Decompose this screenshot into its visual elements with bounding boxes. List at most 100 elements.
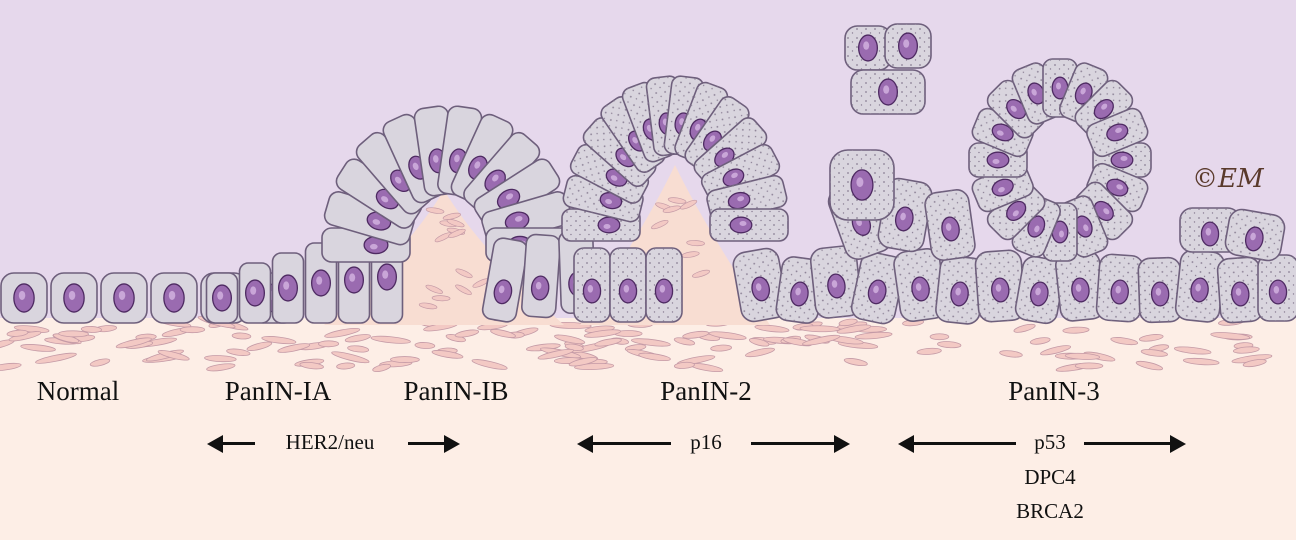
fibroblast [710, 344, 733, 352]
fibroblast [324, 327, 361, 338]
fibroblast [115, 337, 152, 349]
p53-right-arrow [1074, 432, 1186, 456]
epithelial-cell [1095, 253, 1145, 323]
epithelial-cell [974, 249, 1026, 323]
marker-label-p53: p53 [1034, 430, 1066, 454]
fibroblast [929, 333, 950, 341]
fibroblast [490, 329, 516, 338]
core-fibroblast [431, 295, 451, 302]
fibroblast [157, 350, 190, 361]
her2-right-arrow [398, 432, 460, 456]
epithelial-cell [829, 149, 895, 221]
fibroblast [1040, 345, 1072, 356]
epithelial-cell [850, 69, 926, 115]
core-fibroblast [425, 284, 443, 294]
epithelial-cell [521, 233, 561, 319]
epithelial-cell [893, 248, 947, 322]
epithelial-cell [573, 247, 611, 323]
fibroblast [802, 334, 841, 346]
fibroblast [1182, 357, 1220, 366]
marker-label-p16: p16 [690, 430, 722, 454]
stroma-background [0, 318, 1296, 540]
epithelial-cell [986, 79, 1046, 139]
fibroblast [6, 329, 29, 337]
epithelial-cell [0, 272, 48, 324]
epithelial-cell [924, 189, 976, 261]
epithelial-cells [0, 23, 1296, 325]
epithelial-cell [150, 272, 198, 324]
core-fibroblast [667, 197, 687, 204]
fibroblast [937, 341, 962, 349]
core-fibroblast [418, 302, 438, 310]
fibroblast [799, 325, 841, 333]
stage-label-panin-1b: PanIN-IB [403, 376, 509, 406]
epithelial-cell [335, 158, 423, 229]
epithelial-cell [1257, 254, 1296, 322]
core-fibroblast [455, 284, 472, 296]
stage-label-panin-1a: PanIN-IA [224, 376, 332, 406]
fibroblast [631, 338, 671, 347]
fibroblast [1064, 352, 1101, 360]
fibroblast [261, 336, 297, 345]
p53-left-arrow [898, 432, 1026, 456]
stage-label-panin-2: PanIN-2 [660, 376, 752, 406]
fibroblast [58, 330, 89, 338]
fibroblast [20, 344, 56, 352]
fibroblast [1074, 362, 1104, 370]
core-fibroblast [686, 240, 705, 247]
epithelial-cell [884, 23, 932, 69]
fibroblast [638, 352, 671, 362]
fibroblast [372, 363, 391, 373]
epithelial-cell [844, 25, 892, 71]
marker-label-dpc4: DPC4 [1024, 465, 1076, 489]
fibroblast [1210, 332, 1251, 340]
fibroblast [246, 341, 273, 351]
fibroblast [318, 340, 340, 348]
core-fibroblast [425, 207, 445, 214]
fibroblast [583, 329, 622, 338]
her2-left-arrow [207, 432, 265, 456]
epithelial-cell [850, 251, 906, 325]
fibroblast [1140, 349, 1168, 357]
epithelial-cell [1216, 256, 1264, 324]
epithelial-cell [1074, 79, 1134, 139]
fibroblast [1013, 323, 1036, 333]
epithelial-cell [1137, 256, 1183, 324]
fibroblast [1138, 334, 1164, 342]
fibroblast [231, 332, 252, 340]
fibroblast [1135, 360, 1164, 371]
fibroblast [35, 352, 77, 364]
fibroblast [206, 363, 236, 372]
core-fibroblast [692, 269, 711, 278]
fibroblast [1110, 337, 1139, 346]
core-fibroblast [679, 199, 698, 210]
epithelial-cell [1086, 107, 1149, 158]
epithelial-cell [304, 242, 338, 324]
fibroblast [414, 342, 436, 349]
fibroblast [554, 334, 586, 345]
fibroblast [0, 362, 22, 372]
fibroblast [1173, 346, 1212, 355]
fibroblast [594, 338, 622, 347]
fibroblast [370, 335, 411, 344]
fibroblast [331, 351, 370, 364]
epithelial-cell [709, 208, 789, 242]
stroma-fibroblasts [0, 316, 1273, 373]
epithelial-cell [1014, 255, 1066, 325]
core-fibroblast [446, 219, 465, 228]
fibroblast [999, 350, 1023, 358]
fibroblast [745, 347, 775, 358]
fibroblast [179, 326, 206, 334]
epithelial-cell [50, 272, 98, 324]
epithelial-cell [205, 272, 239, 324]
fibroblast [754, 324, 790, 333]
epithelial-cell [100, 272, 148, 324]
p16-left-arrow [577, 432, 681, 456]
fibroblast [708, 331, 747, 340]
fibroblast [537, 348, 574, 360]
fibroblast [843, 358, 868, 366]
core-fibroblast [651, 219, 669, 230]
epithelial-cell [732, 247, 788, 323]
epithelial-cell [271, 252, 305, 324]
